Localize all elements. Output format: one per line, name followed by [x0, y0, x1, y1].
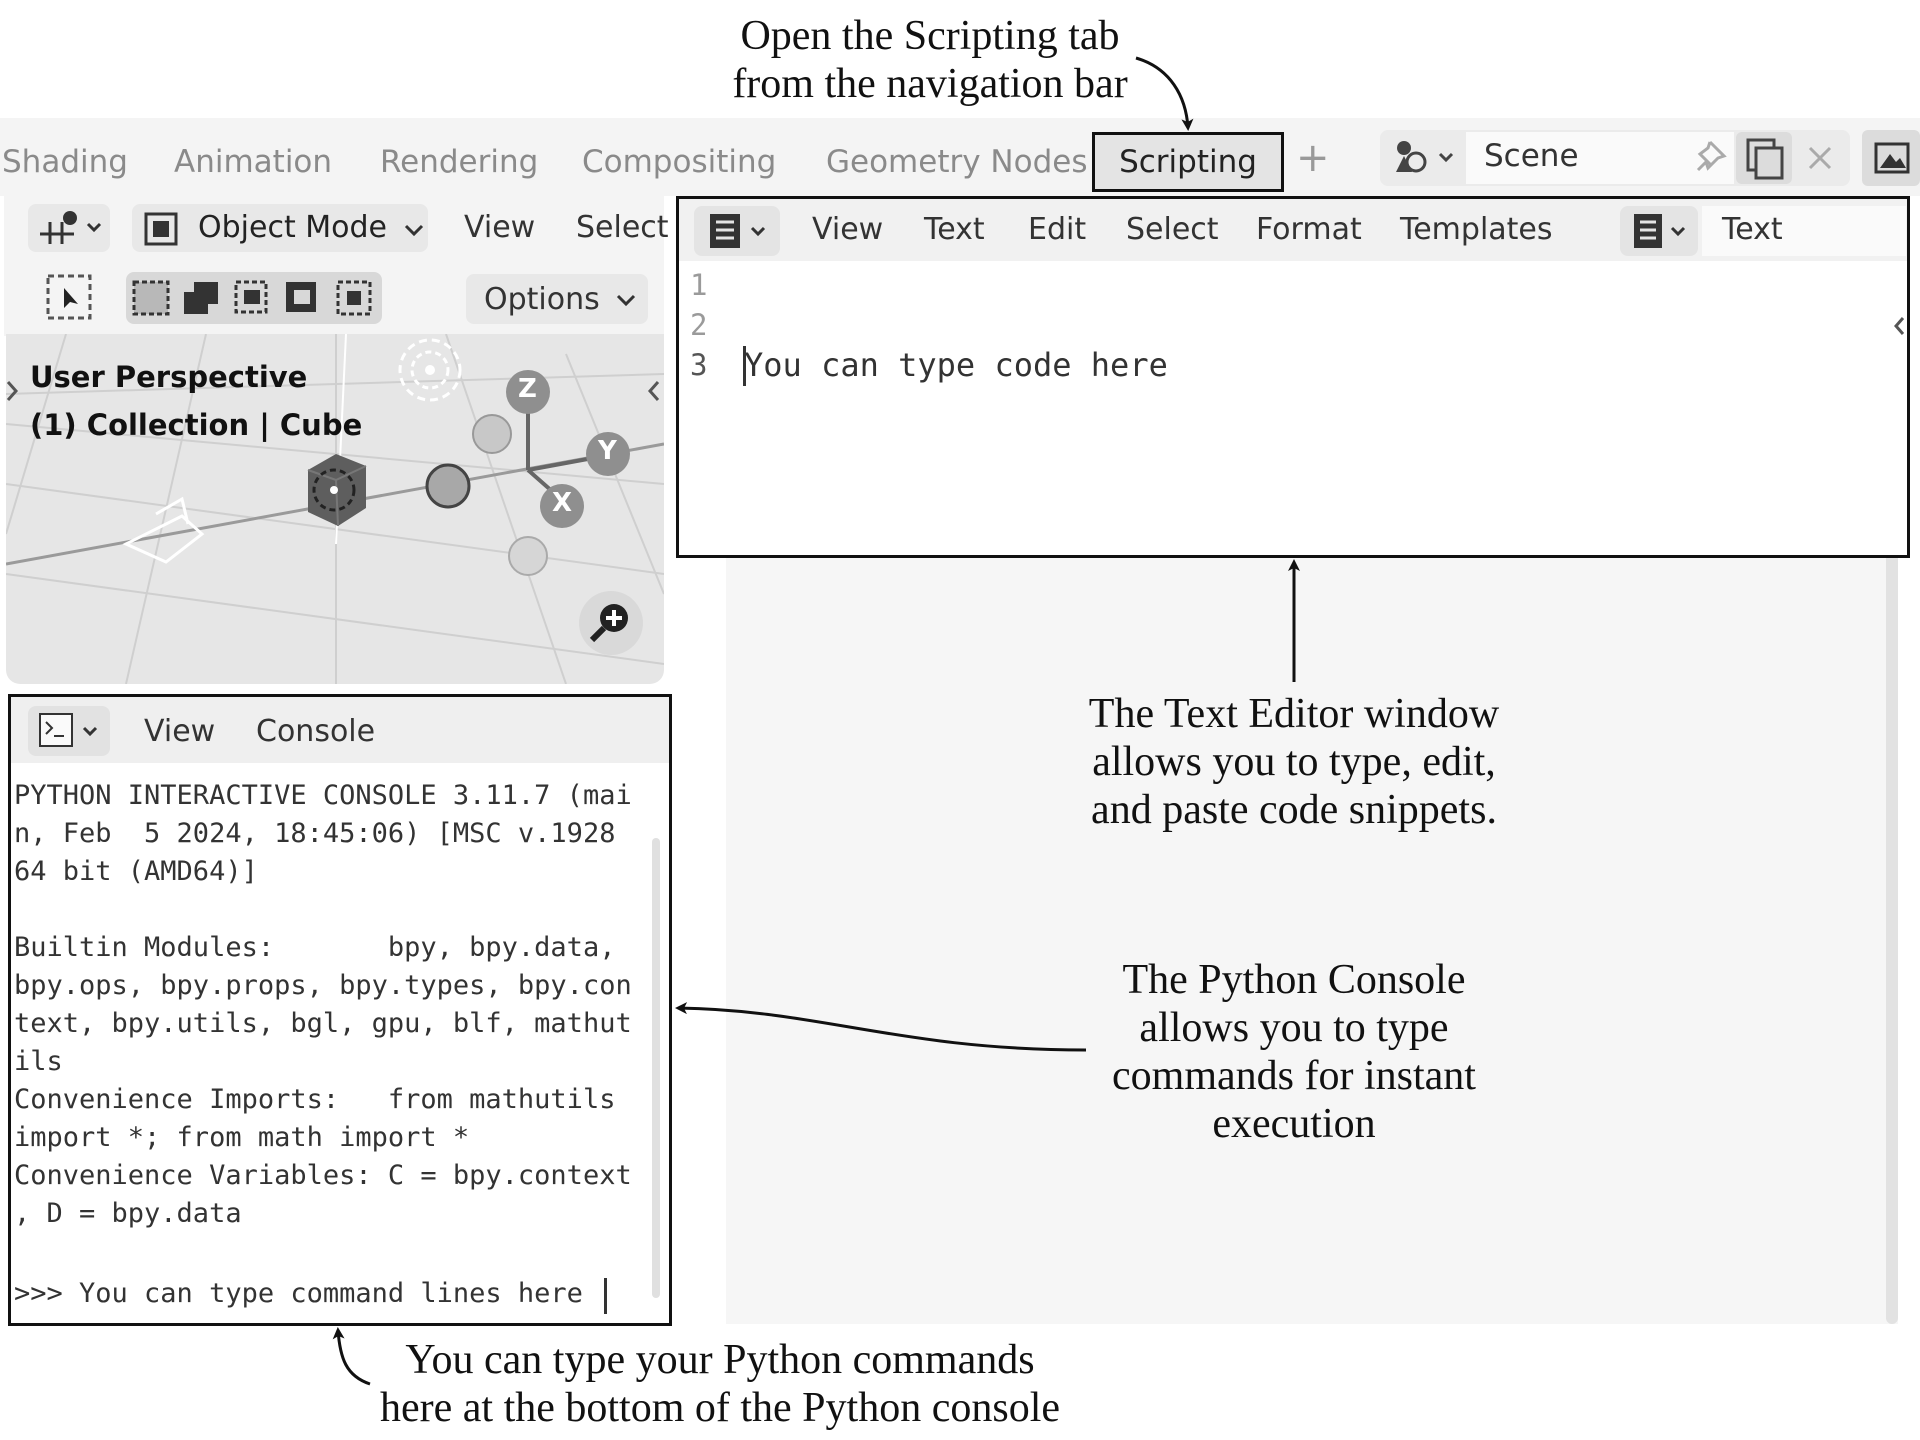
- viewport-collection-label: (1) Collection | Cube: [30, 408, 363, 442]
- tweak-tool-icon[interactable]: [44, 272, 94, 322]
- close-icon[interactable]: [1800, 138, 1840, 178]
- scene-browse-icon[interactable]: [1388, 134, 1460, 182]
- add-workspace-button[interactable]: +: [1296, 135, 1330, 181]
- console-output-line: 64 bit (AMD64)]: [14, 856, 258, 887]
- console-header: [11, 697, 669, 763]
- view-layer-icon[interactable]: [1862, 130, 1920, 186]
- tab-compositing[interactable]: Compositing: [582, 144, 777, 180]
- selection-mode-group: [126, 272, 382, 324]
- tab-animation[interactable]: Animation: [174, 144, 333, 180]
- axis-y-label: Y: [598, 436, 617, 466]
- text-editor-background: [726, 558, 1898, 1324]
- annotation-line: execution: [1212, 1101, 1376, 1147]
- navigation-gizmo[interactable]: Z Y X: [420, 360, 640, 580]
- console-menu-view[interactable]: View: [144, 714, 216, 749]
- line-number: 3: [690, 348, 708, 382]
- text-menu-format[interactable]: Format: [1256, 212, 1362, 247]
- python-console-annotation: The Python Console allows you to type co…: [1064, 956, 1524, 1148]
- console-output-line: Builtin Modules: bpy, bpy.data,: [14, 932, 616, 963]
- chevron-down-icon: [404, 220, 424, 240]
- text-menu-edit[interactable]: Edit: [1028, 212, 1087, 247]
- tab-rendering[interactable]: Rendering: [380, 144, 539, 180]
- annotation-line: here at the bottom of the Python console: [379, 1385, 1061, 1431]
- annotation-line: allows you to type, edit,: [1092, 739, 1496, 785]
- console-output-line: PYTHON INTERACTIVE CONSOLE 3.11.7 (mai: [14, 780, 632, 811]
- light-object-icon: [394, 334, 466, 406]
- text-menu-view[interactable]: View: [812, 212, 884, 247]
- console-output-line: import *; from math import *: [14, 1122, 470, 1153]
- axis-x-label: X: [552, 488, 573, 518]
- text-datablock-browse[interactable]: [1620, 206, 1698, 256]
- annotation-line: The Text Editor window: [1088, 691, 1500, 737]
- editor-type-selector[interactable]: [28, 204, 110, 252]
- line-number: 2: [690, 308, 708, 342]
- cube-object[interactable]: [300, 450, 372, 532]
- annotation-line: Open the Scripting tab: [740, 13, 1120, 59]
- scripting-tab-annotation: Open the Scripting tab from the navigati…: [700, 12, 1160, 108]
- text-editor-sidebar-toggle-icon[interactable]: [1892, 314, 1906, 338]
- text-cursor: [743, 346, 746, 386]
- viewport-menu-select[interactable]: Select: [576, 210, 669, 245]
- tab-scripting[interactable]: Scripting: [1092, 132, 1284, 192]
- chevron-down-icon: [616, 290, 636, 310]
- text-datablock-name: Text: [1722, 212, 1783, 247]
- axis-z-label: Z: [518, 374, 537, 404]
- options-label: Options: [484, 282, 600, 317]
- console-editor-type-selector[interactable]: [28, 706, 110, 756]
- text-menu-text[interactable]: Text: [924, 212, 985, 247]
- zoom-icon[interactable]: [578, 590, 644, 656]
- annotation-line: You can type your Python commands: [405, 1337, 1035, 1383]
- viewport-menu-view[interactable]: View: [464, 210, 536, 245]
- text-menu-select[interactable]: Select: [1126, 212, 1219, 247]
- scene-name: Scene: [1484, 138, 1579, 174]
- annotation-line: commands for instant: [1112, 1053, 1476, 1099]
- console-output-line: text, bpy.utils, bgl, gpu, blf, mathut: [14, 1008, 632, 1039]
- mode-selector[interactable]: Object Mode: [132, 204, 428, 252]
- annotation-line: allows you to type: [1139, 1005, 1449, 1051]
- line-number: 1: [690, 268, 708, 302]
- tab-geometry-nodes[interactable]: Geometry Nodes: [826, 144, 1088, 180]
- text-editor-scrollbar[interactable]: [1886, 310, 1898, 1324]
- console-menu-console[interactable]: Console: [256, 714, 376, 749]
- object-mode-icon: [142, 210, 180, 248]
- console-output-line: ils: [14, 1046, 63, 1077]
- sidebar-toggle-left-icon[interactable]: [4, 378, 20, 404]
- console-output-line: Convenience Variables: C = bpy.context: [14, 1160, 632, 1191]
- console-output-line: , D = bpy.data: [14, 1198, 242, 1229]
- annotation-line: from the navigation bar: [732, 61, 1128, 107]
- python-console-window[interactable]: [8, 694, 672, 1326]
- text-editor-type-selector[interactable]: [694, 206, 780, 256]
- annotation-line: The Python Console: [1122, 957, 1466, 1003]
- tab-shading[interactable]: Shading: [2, 144, 128, 180]
- scene-name-field[interactable]: [1466, 132, 1734, 184]
- console-output-line: Convenience Imports: from mathutils: [14, 1084, 616, 1115]
- viewport-perspective-label: User Perspective: [30, 360, 308, 394]
- console-bottom-annotation: You can type your Python commands here a…: [360, 1336, 1080, 1432]
- line-number-gutter: [679, 261, 729, 555]
- options-dropdown[interactable]: Options: [466, 274, 648, 324]
- code-line[interactable]: You can type code here: [744, 346, 1168, 384]
- sidebar-toggle-right-icon[interactable]: [646, 378, 662, 404]
- new-scene-button[interactable]: [1736, 132, 1792, 184]
- console-scrollbar[interactable]: [652, 838, 660, 1298]
- console-output-line: bpy.ops, bpy.props, bpy.types, bpy.con: [14, 970, 632, 1001]
- mode-label: Object Mode: [198, 210, 387, 245]
- text-editor-annotation: The Text Editor window allows you to typ…: [1034, 690, 1554, 834]
- text-menu-templates[interactable]: Templates: [1400, 212, 1553, 247]
- console-cursor: [604, 1278, 607, 1314]
- annotation-line: and paste code snippets.: [1091, 787, 1497, 833]
- pin-icon[interactable]: [1686, 136, 1730, 180]
- console-output-line: n, Feb 5 2024, 18:45:06) [MSC v.1928: [14, 818, 616, 849]
- text-datablock-field[interactable]: [1702, 206, 1906, 256]
- console-prompt-line[interactable]: >>> You can type command lines here: [14, 1278, 583, 1309]
